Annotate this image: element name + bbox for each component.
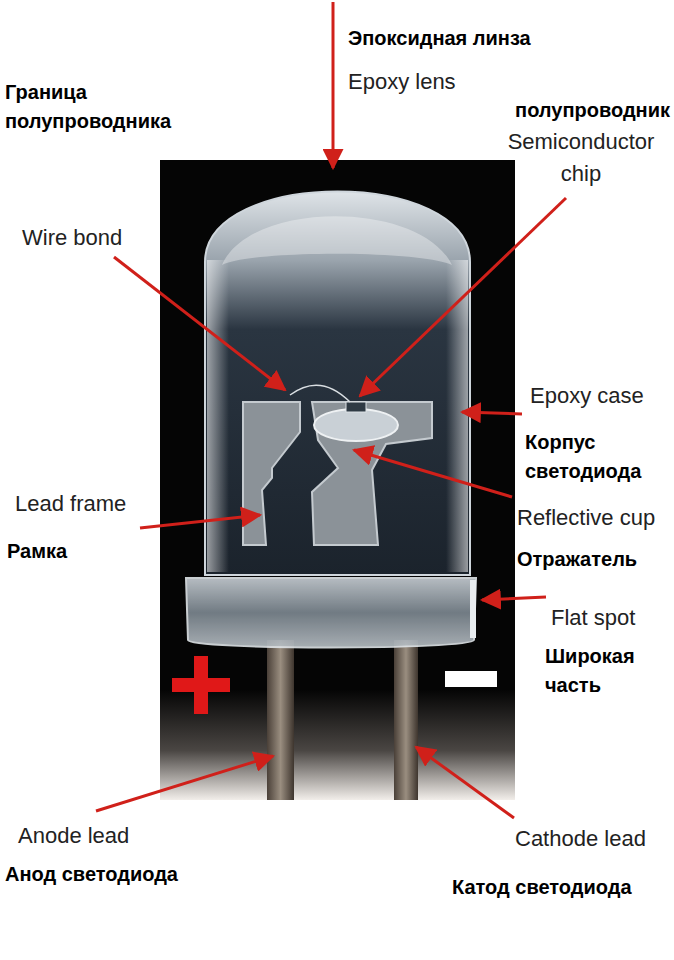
callout-label: Граница полупроводника — [5, 78, 220, 136]
leader-arrow — [462, 412, 522, 414]
callout-label: Широкая часть — [545, 642, 670, 700]
anode-lead — [267, 640, 294, 800]
leader-arrow — [332, 2, 335, 168]
flat-spot — [470, 580, 476, 638]
callout-label: Semiconductor chip — [492, 126, 670, 190]
wire-bond — [290, 385, 350, 402]
leader-arrow — [360, 198, 566, 396]
flange — [186, 578, 476, 648]
callout-label: Wire bond — [22, 222, 122, 254]
leader-arrow — [416, 747, 514, 818]
callout-label: Anode lead — [18, 820, 129, 852]
semiconductor-chip — [346, 402, 366, 412]
leader-arrow — [482, 597, 546, 600]
leader-arrow — [114, 257, 285, 390]
callout-label: Reflective cup — [517, 502, 655, 534]
highlight — [207, 260, 229, 572]
photo-ground — [160, 160, 515, 720]
callout-label: Анод светодиода — [5, 860, 178, 889]
callout-label: Lead frame — [15, 488, 126, 520]
callout-label: полупроводник — [515, 96, 670, 125]
callout-label: Катод светодиода — [452, 873, 632, 902]
callout-label: Epoxy case — [530, 380, 644, 412]
minus-symbol — [445, 671, 497, 687]
leader-arrow — [96, 756, 273, 811]
photo-ground — [160, 690, 515, 800]
reflective-cup — [314, 409, 398, 441]
leader-arrow — [140, 515, 260, 528]
callout-label: Корпус светодиода — [525, 428, 670, 486]
callout-label: Cathode lead — [515, 823, 646, 855]
callout-label: Epoxy lens — [348, 66, 456, 98]
callout-label: Рамка — [7, 537, 67, 566]
callout-label: Эпоксидная линза — [348, 24, 531, 53]
lead-frame — [312, 402, 432, 545]
callout-label: Flat spot — [551, 602, 635, 634]
highlight — [222, 216, 452, 265]
highlight — [446, 260, 468, 572]
cathode-lead — [394, 640, 418, 800]
callout-label: Отражатель — [517, 545, 637, 574]
lead-frame — [243, 402, 300, 545]
leader-arrow — [354, 450, 512, 497]
plus-symbol — [194, 656, 208, 714]
